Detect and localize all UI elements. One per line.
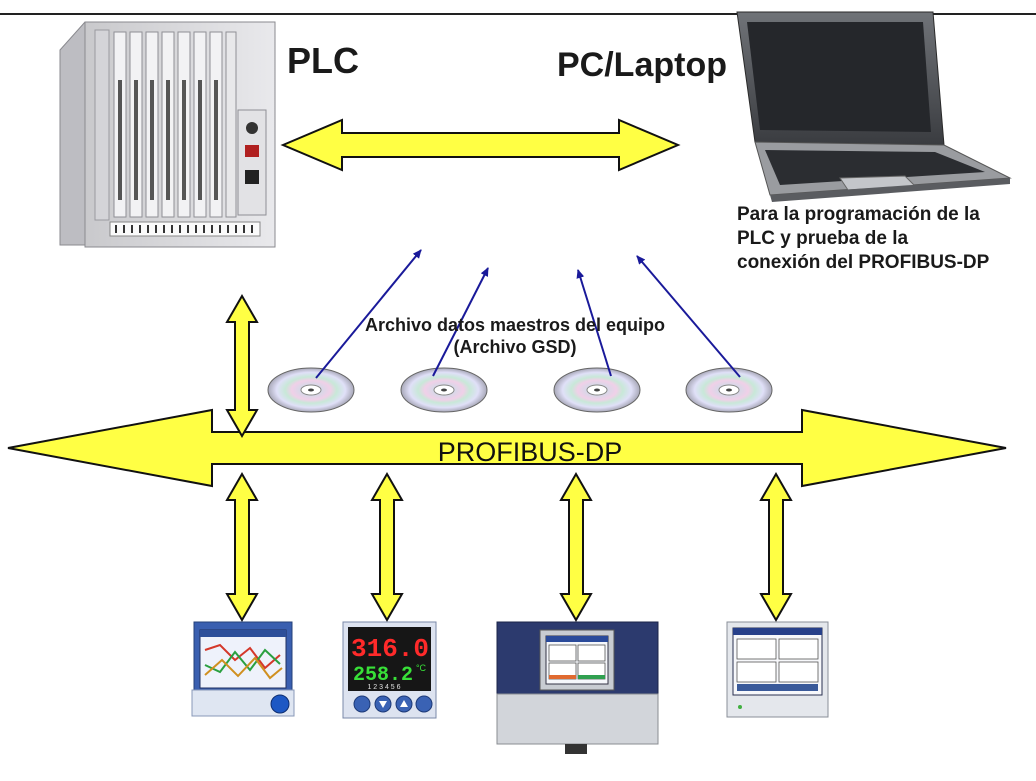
cd-icon [267, 367, 355, 413]
plc-bus-arrow [225, 293, 259, 439]
gsd-pointer-arrow [432, 267, 489, 377]
device-recorder-image [191, 621, 295, 717]
controller-unit: °C [416, 663, 427, 673]
up-icon [400, 700, 408, 707]
profibus-bus-arrow [7, 408, 1007, 488]
plc-label: PLC [287, 40, 359, 81]
controller-display-top: 316.0 [351, 634, 429, 664]
gsd-label-line: Archivo datos maestros del equipo [364, 315, 666, 335]
controller-display-bottom: 258.2 [353, 664, 413, 687]
programming-note: Para la programación de la PLC y prueba … [737, 203, 989, 275]
device1-bus-arrow [225, 471, 259, 623]
controller-leds: 1 2 3 4 5 6 [367, 684, 400, 691]
profibus-label: PROFIBUS-DP [437, 437, 623, 467]
note-line: PLC y prueba de la [737, 228, 909, 249]
device3-bus-arrow [559, 471, 593, 623]
device-analyzer-image [496, 621, 659, 754]
note-line: Para la programación de la [737, 204, 980, 225]
gsd-pointer-arrow [315, 249, 422, 379]
note-line: conexión del PROFIBUS-DP [737, 252, 990, 273]
cd-icon [685, 367, 773, 413]
gsd-label-line: (Archivo GSD) [453, 337, 577, 357]
device-panel-image [726, 621, 829, 718]
gsd-pointer-arrow [576, 269, 612, 377]
gsd-pointer-arrow [636, 255, 741, 378]
cd-icon [400, 367, 488, 413]
laptop-image [736, 11, 1012, 202]
gsd-file-label: Archivo datos maestros del equipo (Archi… [340, 314, 690, 358]
device2-bus-arrow [370, 471, 404, 623]
device-controller-image: 316.0 258.2 °C 1 2 3 4 5 6 [342, 621, 437, 719]
plc-pc-double-arrow [280, 118, 681, 172]
down-icon [379, 701, 387, 708]
plc-rack-image [59, 21, 276, 248]
device4-bus-arrow [759, 471, 793, 623]
cd-icon [553, 367, 641, 413]
pc-laptop-label: PC/Laptop [557, 46, 727, 84]
